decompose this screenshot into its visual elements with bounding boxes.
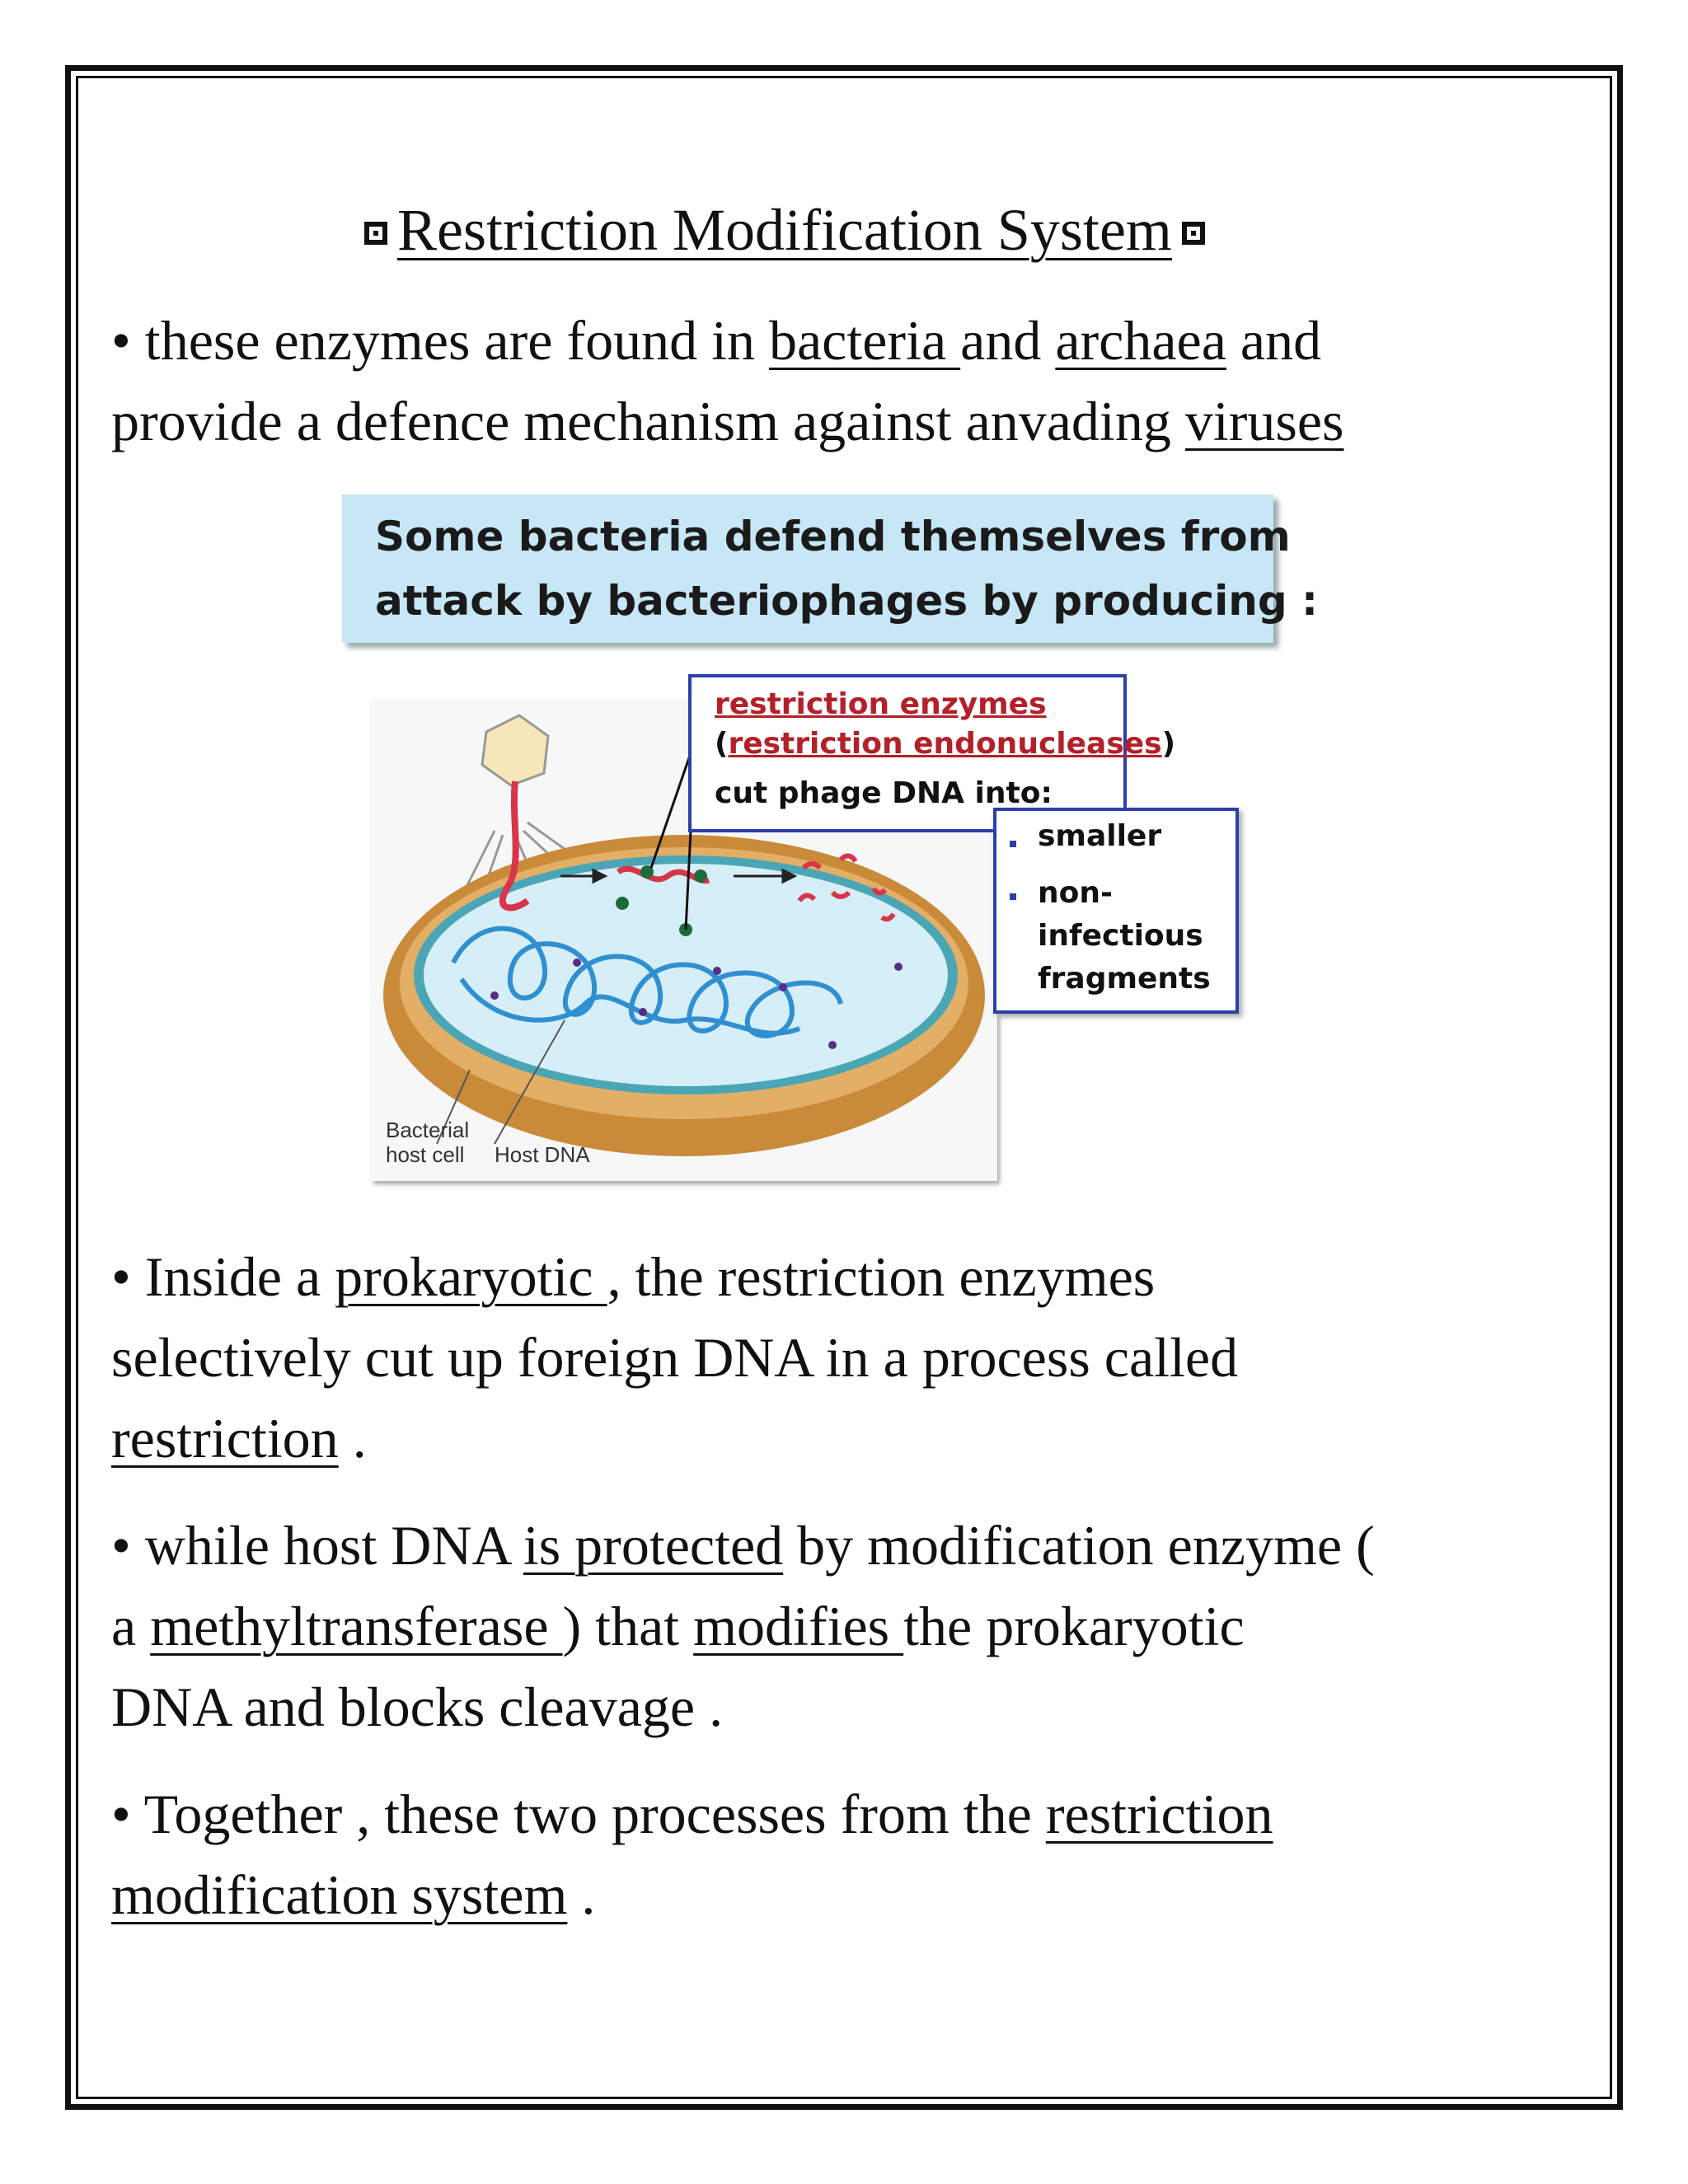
term-modifies: modifies xyxy=(693,1595,904,1657)
banner-line: Some bacteria defend themselves from xyxy=(375,513,1291,560)
paragraph-modification: • while host DNA is protected by modific… xyxy=(111,1514,1375,1738)
page-border-outer xyxy=(65,65,1623,2110)
bullet-icon xyxy=(1010,893,1016,900)
paragraph-organisms: • these enzymes are found in bacteria an… xyxy=(111,309,1344,452)
term-viruses: viruses xyxy=(1184,390,1344,452)
bullet-icon xyxy=(1010,841,1016,847)
callout-text-endonucleases: (restriction endonucleases) xyxy=(715,727,1176,761)
callout-text-enzymes: restriction enzymes xyxy=(715,687,1047,721)
term-methyltransferase: methyltransferase xyxy=(150,1595,563,1657)
label-host-dna: Host DNA xyxy=(495,1142,590,1167)
paragraph-restriction: • Inside a prokaryotic , the restriction… xyxy=(111,1245,1239,1469)
bacterial-cell-drawing xyxy=(383,714,985,1156)
square-bullet-icon xyxy=(1181,222,1205,245)
figure-banner: Some bacteria defend themselves from att… xyxy=(342,494,1318,643)
page-border-inner xyxy=(76,76,1612,2099)
callout-text-cut: cut phage DNA into: xyxy=(715,776,1053,810)
page-title: Restriction Modification System xyxy=(354,196,1215,265)
paragraph-system: • Together , these two processes from th… xyxy=(111,1783,1273,1926)
term-prokaryotic: prokaryotic xyxy=(335,1245,607,1308)
banner-line: attack by bacteriophages by producing : xyxy=(375,577,1319,625)
callout-item-smaller: smaller xyxy=(1038,819,1162,853)
term-bacteria: bacteria xyxy=(768,309,961,372)
term-is-protected: is protected xyxy=(523,1514,784,1577)
term-modification-system: modification system xyxy=(111,1863,568,1926)
term-restriction: restriction xyxy=(111,1407,339,1469)
callout-restriction-enzymes: restriction enzymes (restriction endonuc… xyxy=(688,674,1175,832)
term-archaea: archaea xyxy=(1055,309,1226,372)
figure-restriction-diagram: Some bacteria defend themselves from att… xyxy=(342,494,1318,1187)
square-bullet-icon xyxy=(364,222,387,245)
term-restriction-system: restriction xyxy=(1045,1783,1273,1845)
